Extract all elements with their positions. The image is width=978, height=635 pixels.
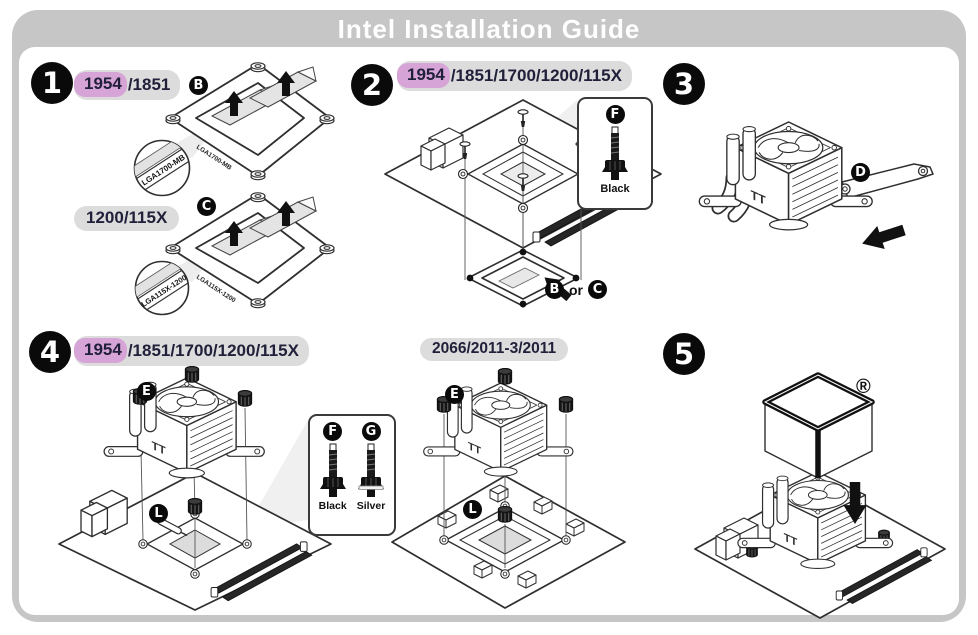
backplate-1700-drawing: LGA1700-MB LGA1700-MB [133, 62, 335, 197]
step-2-number-badge: 2 [351, 64, 393, 106]
part-b-badge: B [545, 280, 564, 299]
screw-f-callout-box: F Black [577, 97, 653, 210]
page-title: Intel Installation Guide [337, 14, 641, 44]
part-c-badge: C [588, 280, 607, 299]
pump-bracket-drawing [698, 121, 934, 256]
socket-1954-highlight: 1954 [74, 72, 127, 97]
step-2-socket-label: 1954/1851/1700/1200/115X [397, 61, 632, 91]
step-4-socket-label-b: 2066/2011-3/2011 [420, 338, 569, 361]
socket-label-rest: /1851/1700/1200/115X [450, 65, 622, 85]
cap-screw-icon [187, 497, 203, 515]
cap-screw-icon [497, 367, 513, 385]
part-g-badge: G [361, 422, 381, 441]
part-l-badge: L [149, 504, 168, 523]
step-1-socket-label-b: 1200/115X [74, 206, 180, 231]
part-c-badge: C [197, 197, 216, 216]
socket-label-a-rest: /1851 [127, 74, 171, 94]
slide-arrow-icon [858, 218, 908, 256]
part-b-badge: B [189, 76, 208, 95]
cover-install-drawing [694, 372, 946, 619]
socket-label-rest: /1851/1700/1200/115X [127, 340, 299, 360]
cooler-mount-lga2011-drawing [391, 367, 626, 609]
part-l-badge: L [463, 500, 482, 519]
part-d-badge: D [851, 163, 870, 182]
part-f-badge: F [323, 422, 343, 441]
cap-screw-icon [237, 389, 253, 407]
cap-screw-icon [558, 395, 574, 413]
part-e-badge: E [137, 382, 156, 401]
cap-screw-icon [497, 505, 513, 523]
plate-choice-note: B or C [545, 280, 607, 299]
step-5-number-badge: 5 [663, 333, 705, 375]
black-screw-icon [601, 126, 629, 181]
or-text: or [569, 281, 583, 298]
step-1-number-badge: 1 [31, 62, 73, 104]
screw-fg-callout-box: F Black G Silver [308, 414, 396, 536]
step-4-socket-label-a: 1954/1851/1700/1200/115X [74, 336, 309, 366]
cooler-mount-lga1700-drawing [58, 365, 332, 611]
cover-cube-drawing [762, 372, 875, 479]
socket-1954-highlight: 1954 [397, 63, 450, 88]
backplate-115x-drawing: LGA115X-1200 LGA115X-1200 [134, 192, 335, 316]
part-f-badge: F [605, 105, 625, 124]
black-screw-icon [319, 443, 347, 498]
step-3-number-badge: 3 [663, 63, 705, 105]
cooler-unit-drawing [698, 121, 873, 231]
registered-trademark: ® [856, 376, 871, 398]
screw-color-label: Black [600, 183, 630, 195]
step-4-number-badge: 4 [29, 331, 71, 373]
step-1-socket-label-a: 1954/1851 [74, 70, 181, 100]
socket-1954-highlight: 1954 [74, 338, 127, 363]
screw-color-label: Black [318, 500, 347, 512]
silver-screw-icon [357, 443, 385, 498]
part-e-badge: E [445, 385, 464, 404]
cap-screw-icon [184, 365, 200, 383]
screw-color-label: Silver [356, 500, 386, 512]
